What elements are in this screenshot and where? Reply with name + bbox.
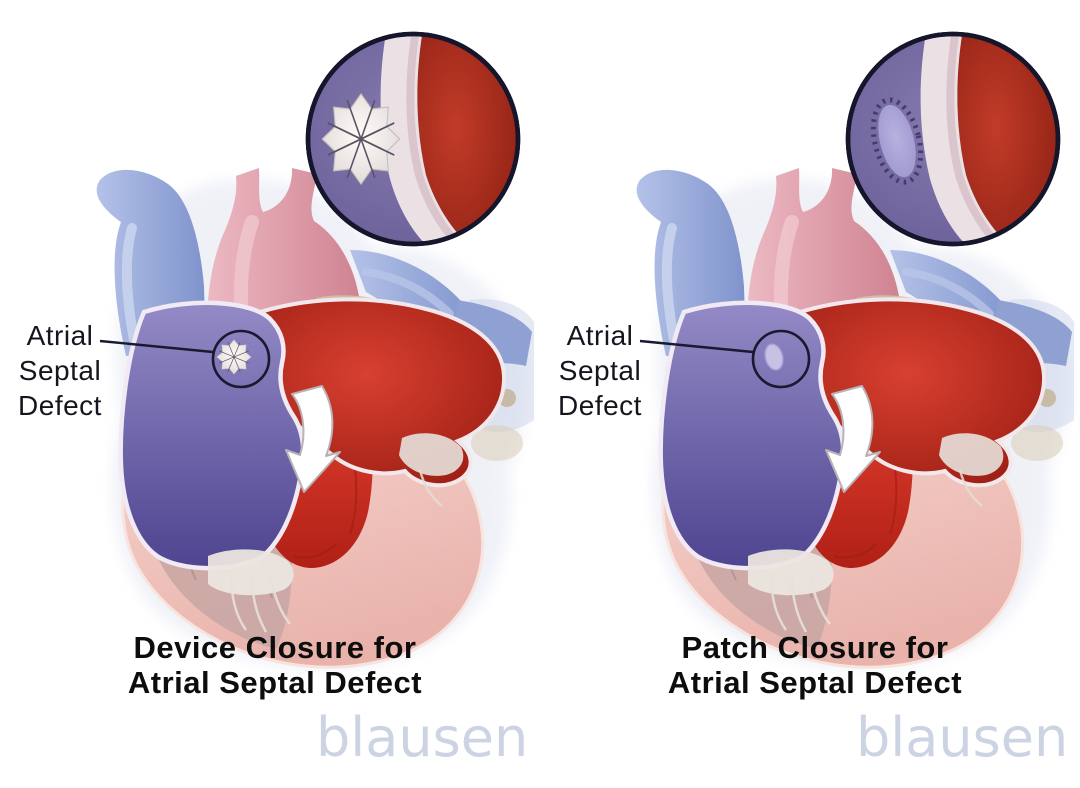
panel-title-device: Device Closure for Atrial Septal Defect [35, 630, 515, 700]
septal-device-small [216, 339, 252, 375]
leader-line [99, 339, 214, 354]
defect-label-line: Atrial [566, 320, 634, 351]
title-line: Device Closure for [133, 630, 417, 665]
septal-patch-small [764, 343, 784, 371]
defect-label: Atrial Septal Defect [8, 318, 112, 423]
defect-label-line: Defect [18, 390, 102, 421]
callout-inset-device [307, 24, 528, 254]
defect-marker-circle [751, 329, 811, 389]
blausen-watermark: blausen [856, 706, 1069, 769]
defect-label-line: Septal [18, 355, 102, 386]
heart-graphic [97, 168, 534, 668]
heart-graphic [637, 168, 1074, 668]
defect-label: Atrial Septal Defect [548, 318, 652, 423]
panel-patch-closure: Atrial Septal Defect Patch Closure for A… [540, 0, 1080, 788]
leader-line [639, 339, 754, 354]
heart-illustration-patch [540, 0, 1080, 788]
defect-label-line: Atrial [26, 320, 94, 351]
panel-device-closure: Atrial Septal Defect Device Closure for … [0, 0, 540, 788]
title-line: Patch Closure for [681, 630, 949, 665]
defect-marker-circle [211, 329, 271, 389]
title-line: Atrial Septal Defect [667, 665, 963, 700]
defect-label-line: Septal [558, 355, 642, 386]
blausen-watermark: blausen [316, 706, 529, 769]
umbrella-device-graphic [321, 92, 401, 186]
callout-inset-patch [847, 24, 1068, 254]
heart-illustration-device [0, 0, 540, 788]
panel-title-patch: Patch Closure for Atrial Septal Defect [575, 630, 1055, 700]
defect-label-line: Defect [558, 390, 642, 421]
title-line: Atrial Septal Defect [127, 665, 423, 700]
